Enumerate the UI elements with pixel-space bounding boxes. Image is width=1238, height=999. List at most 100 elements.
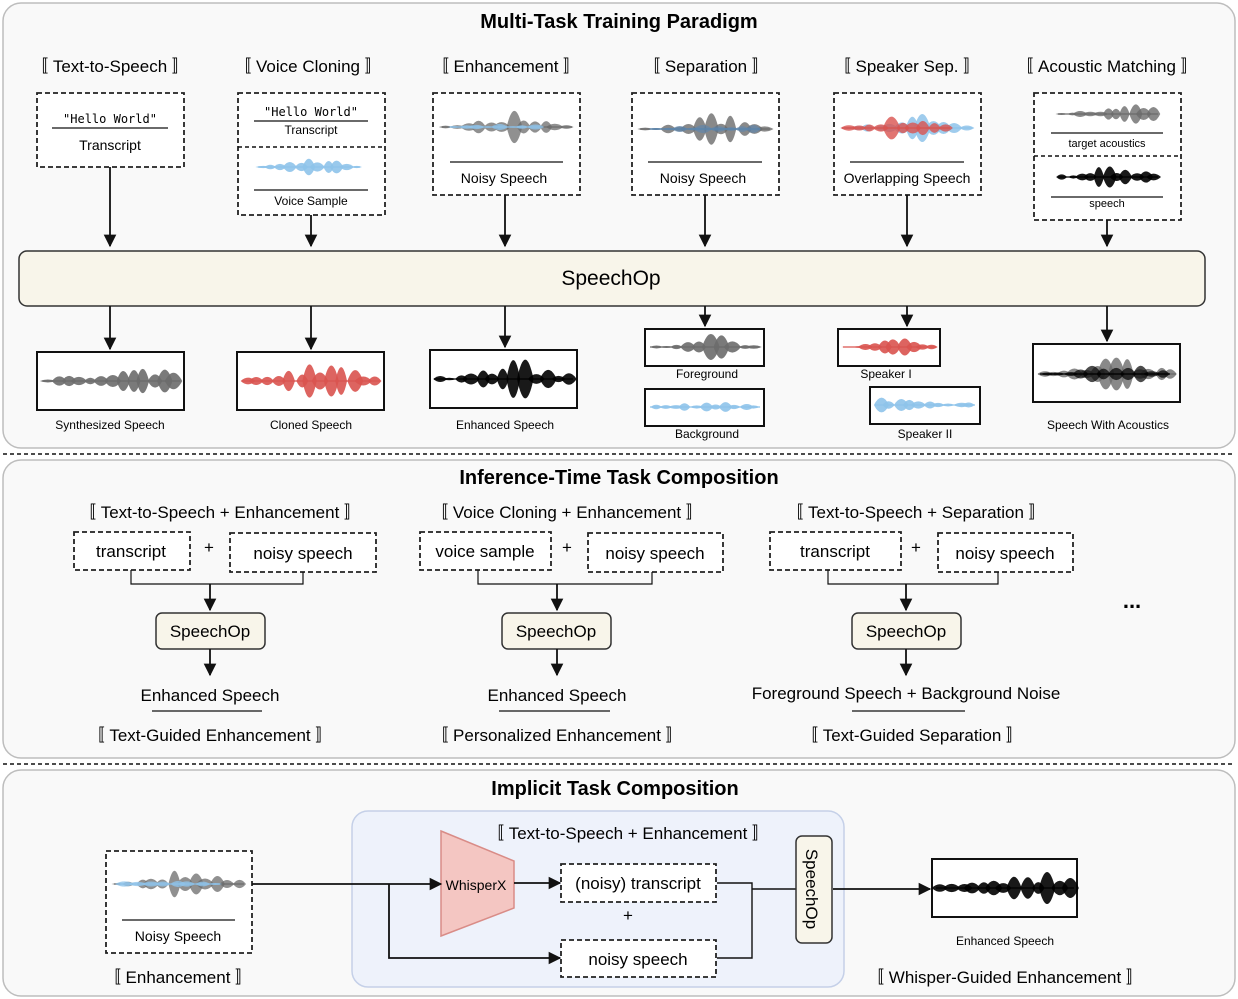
enh-output: Enhanced Speech xyxy=(429,349,578,432)
task-acoustic-matching: 〚 Acoustic Matching 〛 xyxy=(1016,57,1197,76)
am-target-label: target acoustics xyxy=(1068,138,1146,150)
noisy-speech-input: noisy speech xyxy=(605,544,704,563)
foreground-waveform xyxy=(649,334,762,360)
background-label: Background xyxy=(675,427,739,441)
vc-output: Cloned Speech xyxy=(236,351,385,432)
inference-output: Foreground Speech + Background Noise xyxy=(752,684,1061,703)
speaker-two-label: Speaker II xyxy=(898,427,953,441)
implicit-noisy-label: Noisy Speech xyxy=(135,928,221,944)
task-tts: 〚 Text-to-Speech 〛 xyxy=(31,57,189,76)
vc-voice-sample-label: Voice Sample xyxy=(274,194,348,208)
implicit-title: Implicit Task Composition xyxy=(491,778,738,800)
inference-output: Enhanced Speech xyxy=(141,686,280,705)
cloned-speech-waveform xyxy=(240,364,382,398)
implicit-enhancement-task: 〚 Enhancement 〛 xyxy=(104,968,252,987)
am-output: Speech With Acoustics xyxy=(1032,343,1181,432)
inference-composed-task: 〚 Text-Guided Enhancement 〛 xyxy=(88,726,333,745)
whisperx-model xyxy=(440,829,515,938)
speechop-block: SpeechOp xyxy=(866,622,946,641)
synthesized-speech-waveform xyxy=(39,368,183,394)
voice-sample-waveform xyxy=(255,158,362,176)
speechop-label: SpeechOp xyxy=(561,267,660,290)
noisy-speech-waveform xyxy=(637,113,774,145)
speaker-one-waveform xyxy=(841,338,938,356)
inference-title: Inference-Time Task Composition xyxy=(459,467,778,489)
spk-output: Speaker I Speaker II xyxy=(837,328,981,441)
inference-composed-task: 〚 Text-Guided Separation 〛 xyxy=(801,726,1023,745)
transcript-input: transcript xyxy=(800,542,870,561)
target-acoustics-waveform xyxy=(1055,104,1161,124)
more-ellipsis: ... xyxy=(1123,588,1141,613)
implicit-speechop-block xyxy=(795,835,833,944)
speaker-one-label: Speaker I xyxy=(860,367,911,381)
tts-transcript-label: Transcript xyxy=(79,137,141,153)
enhanced-speech-label: Enhanced Speech xyxy=(456,418,554,432)
noisy-speech-waveform xyxy=(438,110,574,144)
inference-task-label: 〚 Text-to-Speech + Separation 〛 xyxy=(786,503,1045,522)
training-output-arrows xyxy=(103,306,1114,351)
spk-overlap-label: Overlapping Speech xyxy=(844,170,971,186)
noisy-speech-input: noisy speech xyxy=(955,544,1054,563)
background-waveform xyxy=(650,402,760,412)
sep-noisy-label: Noisy Speech xyxy=(660,170,746,186)
task-speaker-sep: 〚 Speaker Sep. 〛 xyxy=(834,57,980,76)
speechop-block: SpeechOp xyxy=(516,622,596,641)
foreground-label: Foreground xyxy=(676,367,738,381)
speech-with-acoustics-waveform xyxy=(1037,357,1177,391)
whisperx-label: WhisperX xyxy=(446,877,507,893)
implicit-inner-task: 〚 Text-to-Speech + Enhancement 〛 xyxy=(487,824,769,843)
noisy-speech-box xyxy=(560,939,717,978)
vc-hello-text: "Hello World" xyxy=(264,105,358,119)
implicit-flow-arrows xyxy=(252,876,932,965)
whisper-guided-task: 〚 Whisper-Guided Enhancement 〛 xyxy=(867,968,1143,987)
plus-sign: + xyxy=(623,906,633,925)
implicit-speechop-label: SpeechOp xyxy=(802,849,821,929)
enh-noisy-label: Noisy Speech xyxy=(461,170,547,186)
training-input-arrows xyxy=(103,167,1114,248)
inference-group-tts-enh: 〚 Text-to-Speech + Enhancement 〛 transcr… xyxy=(73,503,377,745)
inference-composed-task: 〚 Personalized Enhancement 〛 xyxy=(431,726,682,745)
inference-task-label: 〚 Voice Cloning + Enhancement 〛 xyxy=(431,503,703,522)
noisy-transcript-box xyxy=(560,863,717,903)
overlapping-speech-waveform xyxy=(839,113,975,143)
noisy-transcript-label: (noisy) transcript xyxy=(575,874,701,893)
training-task-labels: 〚 Text-to-Speech 〛 〚 Voice Cloning 〛 〚 E… xyxy=(31,57,1198,76)
am-speech-label: speech xyxy=(1089,198,1124,210)
plus-sign: + xyxy=(911,538,921,557)
tts-output: Synthesized Speech xyxy=(36,351,185,432)
speaker-two-waveform xyxy=(873,397,975,413)
enhanced-speech-waveform xyxy=(433,359,577,399)
plus-sign: + xyxy=(562,538,572,557)
implicit-input-box: Noisy Speech xyxy=(105,850,253,954)
voice-sample-input: voice sample xyxy=(435,542,534,561)
noisy-speech-label: noisy speech xyxy=(588,950,687,969)
transcript-input: transcript xyxy=(96,542,166,561)
task-enhancement: 〚 Enhancement 〛 xyxy=(432,57,580,76)
speech-with-acoustics-label: Speech With Acoustics xyxy=(1047,418,1169,432)
vc-transcript-label: Transcript xyxy=(285,123,339,137)
implicit-output: Enhanced Speech xyxy=(931,858,1079,948)
plus-sign: + xyxy=(204,538,214,557)
inference-group-vc-enh: 〚 Voice Cloning + Enhancement 〛 voice sa… xyxy=(419,503,724,745)
tts-input-box: "Hello World" Transcript xyxy=(36,92,185,168)
synthesized-speech-label: Synthesized Speech xyxy=(55,418,164,432)
inference-output: Enhanced Speech xyxy=(488,686,627,705)
vc-input-box: "Hello World" Transcript Voice Sample xyxy=(237,92,386,216)
task-voice-cloning: 〚 Voice Cloning 〛 xyxy=(234,57,381,76)
sep-output: Foreground Background xyxy=(644,328,765,441)
spk-input-box: Overlapping Speech xyxy=(833,92,982,196)
training-title: Multi-Task Training Paradigm xyxy=(480,11,757,33)
tts-hello-text: "Hello World" xyxy=(63,112,157,126)
noisy-speech-input: noisy speech xyxy=(253,544,352,563)
speechop-block: SpeechOp xyxy=(170,622,250,641)
inference-task-label: 〚 Text-to-Speech + Enhancement 〛 xyxy=(79,503,361,522)
am-input-box: target acoustics speech xyxy=(1033,92,1182,221)
inference-group-tts-sep: 〚 Text-to-Speech + Separation 〛 transcri… xyxy=(752,503,1074,745)
enh-input-box: Noisy Speech xyxy=(432,92,581,196)
task-separation: 〚 Separation 〛 xyxy=(643,57,769,76)
speech-waveform xyxy=(1056,166,1161,188)
sep-input-box: Noisy Speech xyxy=(631,92,780,196)
noisy-speech-waveform xyxy=(111,870,247,898)
speechop-model-bar xyxy=(18,250,1206,307)
